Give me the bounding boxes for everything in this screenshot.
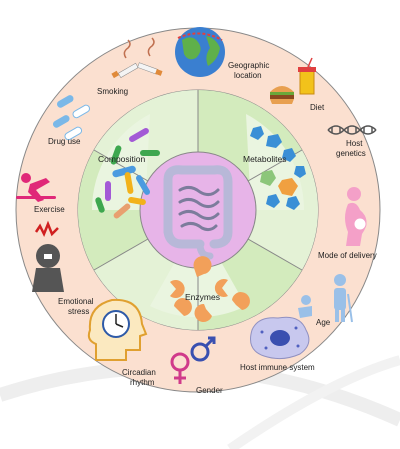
diet-label: Diet: [310, 103, 325, 112]
composition-label: Composition: [98, 154, 146, 164]
drug-use-label: Drug use: [48, 137, 81, 146]
circadian-rhythm-label-1: Circadian: [122, 368, 156, 377]
host-immune-system-label: Host immune system: [240, 363, 315, 372]
metabolites-label: Metabolites: [243, 154, 286, 164]
exercise-label: Exercise: [34, 205, 65, 214]
circadian-rhythm-label-2: rhythm: [130, 378, 155, 387]
emotional-stress-label-2: stress: [68, 307, 89, 316]
dna-icon: [327, 125, 377, 135]
gender-icon: [170, 336, 216, 384]
geographic-location-label-1: Geographic: [228, 61, 269, 70]
host-genetics-label-2: genetics: [336, 149, 366, 158]
enzymes-label: Enzymes: [185, 292, 220, 302]
intestine-icon: [163, 165, 233, 260]
emotional-stress-label-1: Emotional: [58, 297, 94, 306]
stress-icon: [32, 220, 64, 292]
smoking-label: Smoking: [97, 87, 128, 96]
background-swoosh-2: [227, 355, 400, 449]
mode-of-delivery-label: Mode of delivery: [318, 251, 377, 260]
exercise-icon: [16, 173, 56, 202]
age-label: Age: [316, 318, 331, 327]
pill-icon: [52, 95, 91, 141]
immune-cell-icon: [250, 316, 310, 360]
bacteria-icons: [95, 128, 160, 219]
smoking-icon: [111, 37, 163, 79]
metabolite-icons: [250, 126, 306, 210]
diet-icon: [270, 57, 316, 104]
pregnant-woman-icon: [345, 187, 367, 246]
age-icon: [298, 274, 353, 323]
enzyme-icons: [170, 256, 250, 322]
globe-icon: [175, 27, 225, 77]
circadian-head-icon: [87, 298, 148, 361]
host-genetics-label-1: Host: [346, 139, 363, 148]
geographic-location-label-2: location: [234, 71, 262, 80]
gender-label: Gender: [196, 386, 223, 395]
